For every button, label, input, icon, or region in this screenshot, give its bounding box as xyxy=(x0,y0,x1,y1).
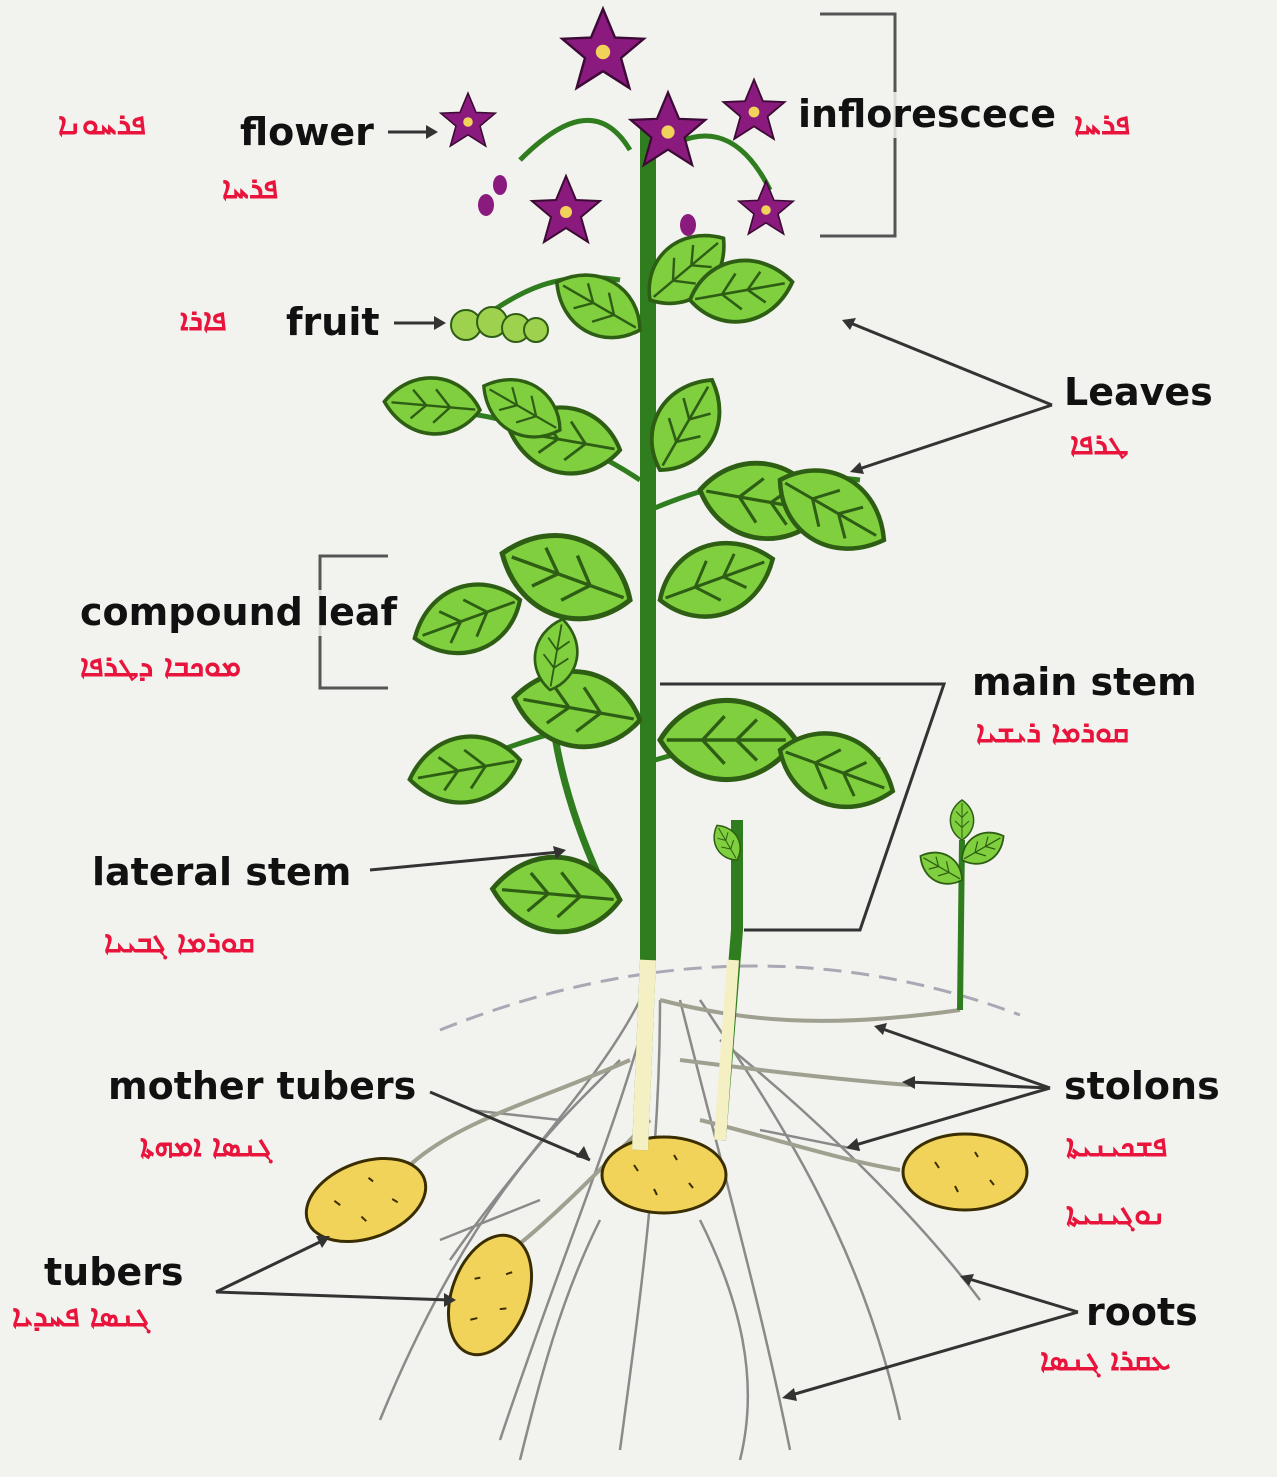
label-lateral-stem: lateral stem xyxy=(86,850,357,896)
label-main-stem: main stem xyxy=(966,660,1203,706)
label-inflorescence: inflorescece xyxy=(792,92,1062,138)
syriac-mother-tubers: ܓܢܣܐ ܐܡܗܬܐ xyxy=(140,1130,272,1163)
syriac-compound-leaf: ܡܘܟܒܐ ܕܛܪܦܐ xyxy=(80,650,241,683)
label-roots: roots xyxy=(1080,1290,1204,1336)
syriac-tubers: ܓܢܣܐ ܦܚܕܝܐ xyxy=(12,1300,150,1333)
label-compound-leaf: compound leaf xyxy=(74,590,403,636)
label-mother-tubers: mother tubers xyxy=(102,1064,422,1110)
syriac-flower-1: ܦܪܚܘܢܐ xyxy=(58,108,146,141)
syriac-stolons-2: ܢܘܓܝܢܝܬܐ xyxy=(1066,1198,1166,1231)
label-tubers: tubers xyxy=(38,1250,190,1296)
label-leaves: Leaves xyxy=(1058,370,1219,416)
mother-tuber xyxy=(602,1137,726,1213)
syriac-roots: ܥܩܪܐ ܓܢܣܐ xyxy=(1040,1344,1171,1377)
syriac-fruit: ܦܐܪܐ xyxy=(180,304,226,337)
label-stolons: stolons xyxy=(1058,1064,1226,1110)
label-fruit: fruit xyxy=(280,300,386,346)
syriac-main-stem: ܩܘܪܡܐ ܪܝܫܝܐ xyxy=(976,716,1129,749)
syriac-inflorescence: ܦܪܚܐ xyxy=(1074,108,1130,141)
label-flower: flower xyxy=(234,110,380,156)
syriac-lateral-stem: ܩܘܪܡܐ ܓܒܝܝܐ xyxy=(104,926,255,959)
syriac-leaves: ܛܪܦܐ xyxy=(1070,428,1129,461)
tuber-right xyxy=(903,1134,1027,1210)
syriac-flower-2: ܦܪܚܐ xyxy=(222,172,278,205)
syriac-stolons-1: ܦܫܟܝܢܝܬܐ xyxy=(1066,1130,1167,1163)
